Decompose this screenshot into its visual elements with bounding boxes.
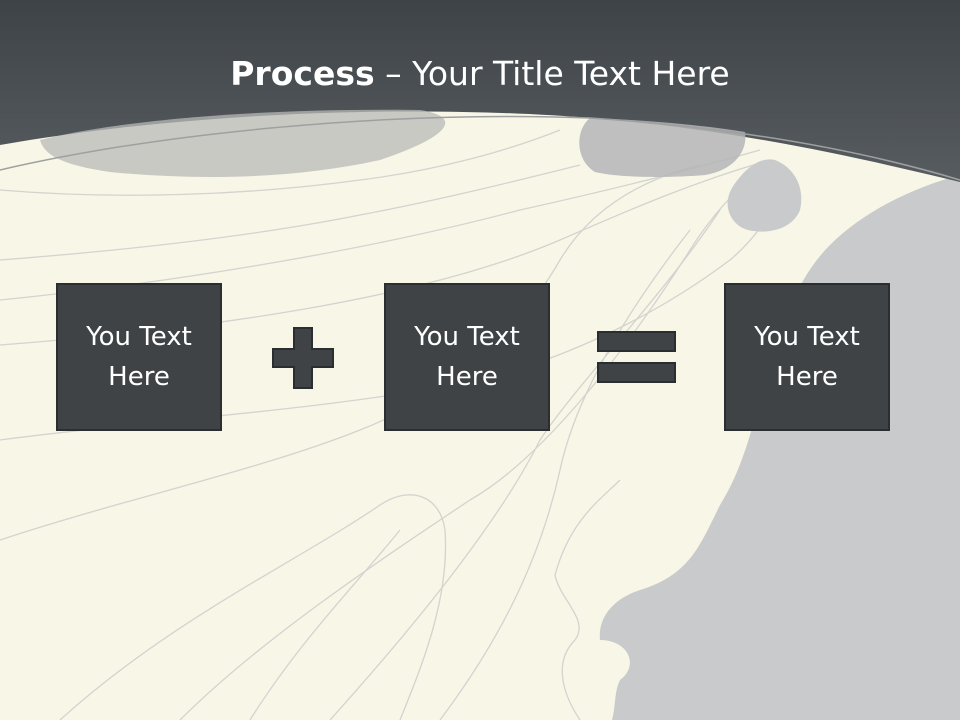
process-box-1-text: You Text Here [86, 322, 192, 392]
header-shadow-left [40, 109, 446, 177]
header-shadow-right [579, 118, 746, 177]
process-box-3-text: You Text Here [754, 322, 860, 392]
slide-title[interactable]: Process – Your Title Text Here [0, 52, 960, 96]
header-band [0, 0, 960, 182]
process-box-2[interactable]: You Text Here [384, 283, 550, 431]
equals-icon [597, 331, 676, 383]
title-bold-text: Process [230, 54, 375, 93]
process-box-1[interactable]: You Text Here [56, 283, 222, 431]
plus-icon [272, 327, 334, 389]
process-box-2-text: You Text Here [414, 322, 520, 392]
title-rest-text: – Your Title Text Here [374, 54, 730, 93]
head-silhouette [599, 175, 960, 720]
process-box-3[interactable]: You Text Here [724, 283, 890, 431]
header-edge-line [0, 115, 960, 181]
ear-shape [727, 159, 802, 232]
